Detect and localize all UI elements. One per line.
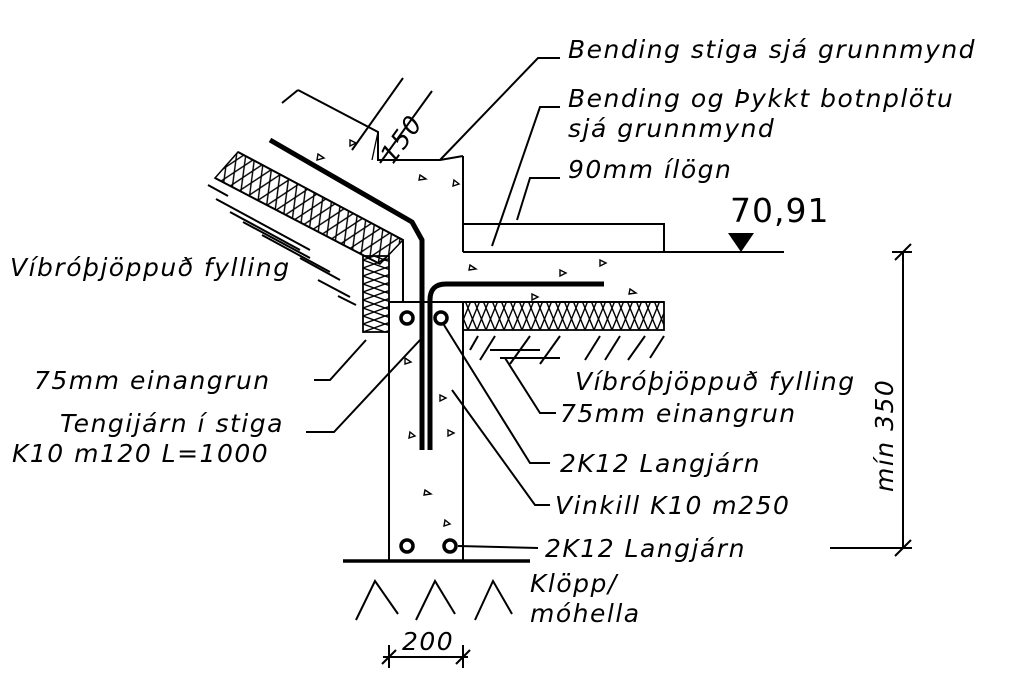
floor-slab xyxy=(463,223,760,303)
label-langjarn-top: 2K12 Langjárn xyxy=(560,449,761,478)
leader-lines xyxy=(306,57,560,549)
label-fylling-left: Víbróþjöppuð fylling xyxy=(10,253,291,282)
thickness-dimension xyxy=(351,77,433,164)
wall-insulation-left xyxy=(362,255,390,333)
rock-ground-symbol xyxy=(355,578,513,621)
label-einangrun-right: 75mm einangrun xyxy=(560,399,797,428)
label-bending-stiga: Bending stiga sjá grunnmynd xyxy=(568,35,976,64)
label-klopp-line2: móhella xyxy=(530,599,641,628)
label-einangrun-left: 75mm einangrun xyxy=(34,366,271,395)
concrete-aggregate xyxy=(316,138,638,528)
label-bending-botnplotu-line2: sjá grunnmynd xyxy=(568,114,775,143)
width-dimension xyxy=(381,645,471,668)
label-tengijarn-line1: Tengijárn í stiga xyxy=(60,409,284,438)
label-vinkill: Vinkill K10 m250 xyxy=(555,491,790,520)
floor-fill-hatch xyxy=(469,335,665,365)
label-langjarn-bottom: 2K12 Langjárn xyxy=(545,534,746,563)
label-klopp-line1: Klöpp/ xyxy=(530,569,619,598)
label-width-200: 200 xyxy=(402,627,454,656)
label-fylling-right: Víbróþjöppuð fylling xyxy=(575,367,856,396)
foundation-wall xyxy=(343,301,530,563)
label-elevation: 70,91 xyxy=(730,191,829,230)
label-bending-botnplotu-line1: Bending og Þykkt botnplötu xyxy=(568,84,954,113)
label-tengijarn-line2: K10 m120 L=1000 xyxy=(12,439,269,468)
label-min-350: mín 350 xyxy=(870,379,899,492)
elevation-marker xyxy=(706,233,784,253)
rebar xyxy=(268,137,604,554)
height-dimension xyxy=(830,243,912,557)
stair-slab xyxy=(281,89,464,252)
sloped-fill-hatch xyxy=(207,184,357,306)
floor-insulation xyxy=(462,301,665,331)
sloped-insulation xyxy=(213,151,405,303)
label-90mm-lognn: 90mm ílögn xyxy=(568,155,732,184)
